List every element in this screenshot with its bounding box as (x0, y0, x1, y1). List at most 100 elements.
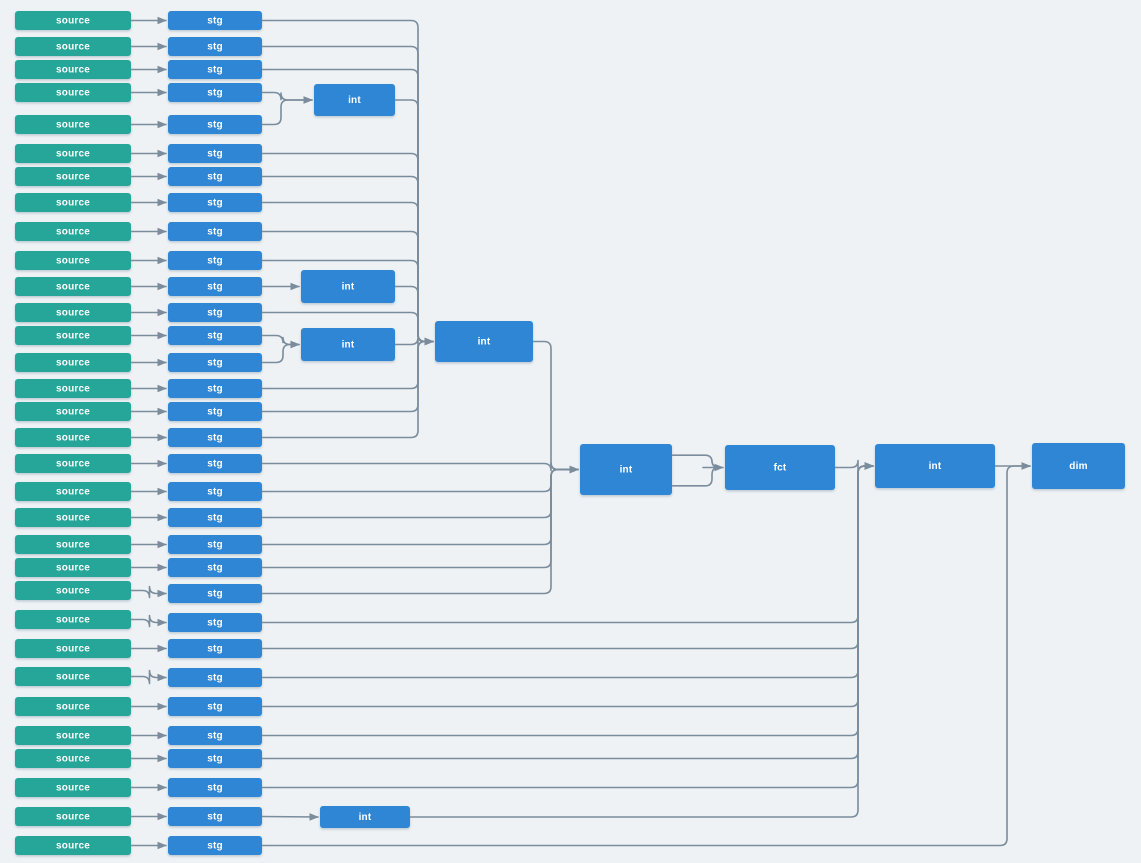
node-int[interactable]: int (320, 806, 410, 828)
source-box[interactable] (15, 535, 131, 554)
node-stg[interactable]: stg (168, 115, 262, 134)
source-box[interactable] (15, 482, 131, 501)
node-stg[interactable]: stg (168, 584, 262, 603)
node-stg[interactable]: stg (168, 697, 262, 716)
stg-box[interactable] (168, 613, 262, 632)
stg-box[interactable] (168, 668, 262, 687)
node-source[interactable]: source (15, 167, 131, 186)
int-box[interactable] (301, 270, 395, 303)
stg-box[interactable] (168, 535, 262, 554)
node-source[interactable]: source (15, 749, 131, 768)
node-source[interactable]: source (15, 11, 131, 30)
stg-box[interactable] (168, 11, 262, 30)
stg-box[interactable] (168, 83, 262, 102)
source-box[interactable] (15, 167, 131, 186)
node-source[interactable]: source (15, 836, 131, 855)
node-source[interactable]: source (15, 667, 131, 686)
node-stg[interactable]: stg (168, 807, 262, 826)
source-box[interactable] (15, 83, 131, 102)
node-source[interactable]: source (15, 778, 131, 797)
stg-box[interactable] (168, 144, 262, 163)
source-box[interactable] (15, 581, 131, 600)
node-source[interactable]: source (15, 508, 131, 527)
node-fct[interactable]: fct (725, 445, 835, 490)
node-source[interactable]: source (15, 807, 131, 826)
fct-box[interactable] (725, 445, 835, 490)
int-box[interactable] (301, 328, 395, 361)
node-stg[interactable]: stg (168, 83, 262, 102)
node-stg[interactable]: stg (168, 11, 262, 30)
node-stg[interactable]: stg (168, 277, 262, 296)
node-stg[interactable]: stg (168, 37, 262, 56)
source-box[interactable] (15, 428, 131, 447)
node-source[interactable]: source (15, 610, 131, 629)
node-stg[interactable]: stg (168, 639, 262, 658)
stg-box[interactable] (168, 193, 262, 212)
node-source[interactable]: source (15, 251, 131, 270)
node-source[interactable]: source (15, 726, 131, 745)
node-source[interactable]: source (15, 482, 131, 501)
node-source[interactable]: source (15, 581, 131, 600)
node-source[interactable]: source (15, 83, 131, 102)
node-source[interactable]: source (15, 697, 131, 716)
source-box[interactable] (15, 379, 131, 398)
stg-box[interactable] (168, 807, 262, 826)
stg-box[interactable] (168, 277, 262, 296)
source-box[interactable] (15, 726, 131, 745)
node-stg[interactable]: stg (168, 454, 262, 473)
node-source[interactable]: source (15, 144, 131, 163)
node-source[interactable]: source (15, 326, 131, 345)
node-source[interactable]: source (15, 353, 131, 372)
node-source[interactable]: source (15, 60, 131, 79)
int-box[interactable] (875, 444, 995, 488)
node-stg[interactable]: stg (168, 193, 262, 212)
source-box[interactable] (15, 251, 131, 270)
stg-box[interactable] (168, 402, 262, 421)
node-source[interactable]: source (15, 222, 131, 241)
stg-box[interactable] (168, 326, 262, 345)
node-stg[interactable]: stg (168, 326, 262, 345)
node-stg[interactable]: stg (168, 167, 262, 186)
node-stg[interactable]: stg (168, 778, 262, 797)
node-int[interactable]: int (435, 321, 533, 362)
source-box[interactable] (15, 836, 131, 855)
source-box[interactable] (15, 610, 131, 629)
stg-box[interactable] (168, 115, 262, 134)
node-source[interactable]: source (15, 303, 131, 322)
source-box[interactable] (15, 807, 131, 826)
node-stg[interactable]: stg (168, 726, 262, 745)
node-stg[interactable]: stg (168, 535, 262, 554)
source-box[interactable] (15, 778, 131, 797)
node-stg[interactable]: stg (168, 60, 262, 79)
stg-box[interactable] (168, 454, 262, 473)
node-dim[interactable]: dim (1032, 443, 1125, 489)
stg-box[interactable] (168, 508, 262, 527)
stg-box[interactable] (168, 697, 262, 716)
node-source[interactable]: source (15, 193, 131, 212)
source-box[interactable] (15, 326, 131, 345)
node-stg[interactable]: stg (168, 353, 262, 372)
node-stg[interactable]: stg (168, 749, 262, 768)
stg-box[interactable] (168, 251, 262, 270)
stg-box[interactable] (168, 558, 262, 577)
stg-box[interactable] (168, 303, 262, 322)
source-box[interactable] (15, 193, 131, 212)
source-box[interactable] (15, 667, 131, 686)
node-source[interactable]: source (15, 277, 131, 296)
stg-box[interactable] (168, 836, 262, 855)
source-box[interactable] (15, 558, 131, 577)
node-int[interactable]: int (875, 444, 995, 488)
stg-box[interactable] (168, 749, 262, 768)
node-stg[interactable]: stg (168, 402, 262, 421)
source-box[interactable] (15, 454, 131, 473)
node-stg[interactable]: stg (168, 144, 262, 163)
node-source[interactable]: source (15, 402, 131, 421)
node-stg[interactable]: stg (168, 613, 262, 632)
stg-box[interactable] (168, 60, 262, 79)
node-int[interactable]: int (301, 328, 395, 361)
node-stg[interactable]: stg (168, 558, 262, 577)
source-box[interactable] (15, 402, 131, 421)
node-stg[interactable]: stg (168, 668, 262, 687)
int-box[interactable] (320, 806, 410, 828)
